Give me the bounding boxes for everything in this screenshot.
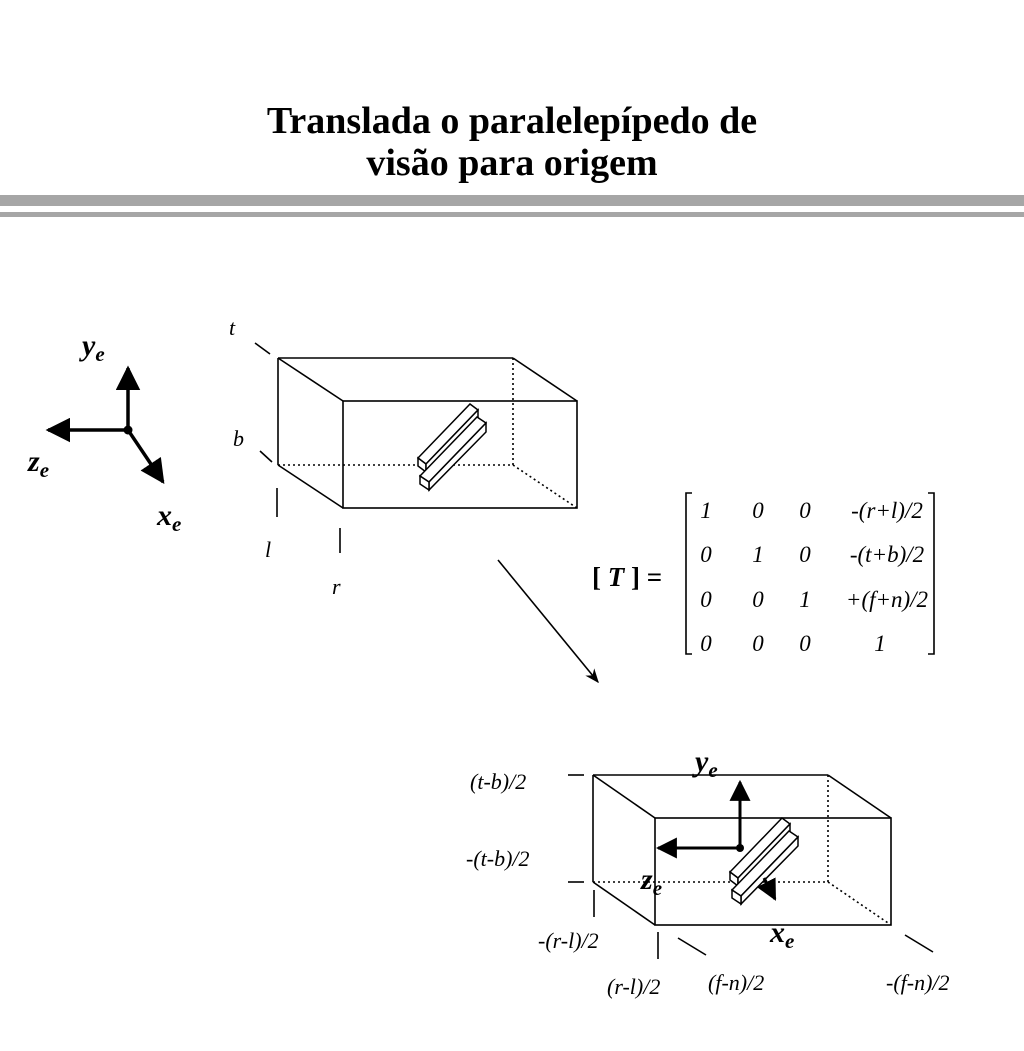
- matrix-cell: 0: [799, 498, 811, 523]
- tick-far: [904, 934, 934, 953]
- origin-dot: [736, 844, 744, 852]
- box-hidden-edge: [512, 464, 578, 509]
- x-axis-label: xe: [769, 916, 794, 953]
- label-near-half-depth: (f-n)/2: [708, 970, 764, 995]
- matrix-cell: +(f+n)/2: [846, 587, 928, 612]
- matrix-name: [ T ] =: [592, 562, 662, 592]
- label-b: b: [233, 426, 244, 451]
- box-edge: [277, 464, 344, 509]
- tick-b: [259, 450, 273, 463]
- title-line-1: Translada o paralelepípedo de: [266, 100, 758, 142]
- box-edge: [592, 881, 656, 926]
- eye-axes-top: ye ze xe: [27, 329, 181, 536]
- matrix-cell: 0: [700, 587, 712, 612]
- y-axis-label: ye: [79, 329, 105, 366]
- x-axis-label: xe: [156, 499, 181, 536]
- matrix-cell: 1: [874, 631, 886, 656]
- label-bottom-half-height: -(t-b)/2: [466, 846, 530, 871]
- box-edge: [827, 774, 892, 819]
- y-axis-label: ye: [692, 745, 718, 782]
- z-axis-label: ze: [640, 863, 662, 900]
- eye-axes-bottom: ye ze xe: [640, 745, 794, 953]
- label-r: r: [332, 574, 341, 599]
- matrix-cell: 0: [752, 587, 764, 612]
- label-l: l: [265, 537, 271, 562]
- view-volume-top: [254, 342, 578, 553]
- label-top-half-height: (t-b)/2: [470, 769, 526, 794]
- view-volume-bottom: [568, 774, 934, 959]
- box-edge: [512, 357, 578, 402]
- box-edge: [277, 357, 344, 402]
- label-t: t: [229, 315, 236, 340]
- matrix-cell: 1: [752, 542, 764, 567]
- object-top: [416, 403, 488, 492]
- box-edge: [592, 774, 656, 819]
- matrix-cell: 1: [700, 498, 712, 523]
- label-far-half-depth: -(f-n)/2: [886, 970, 950, 995]
- z-axis-label: ze: [27, 445, 49, 482]
- matrix-right-bracket: [928, 492, 935, 655]
- matrix-cell: 0: [752, 498, 764, 523]
- origin-dot: [123, 425, 133, 435]
- box-front-face: [654, 817, 892, 926]
- matrix-cell: -(t+b)/2: [850, 542, 924, 567]
- matrix-cell: -(r+l)/2: [851, 498, 923, 523]
- translation-matrix: [ T ] = 1 0 0 -(r+l)/2 0 1 0 -(t+b)/2 0 …: [592, 492, 935, 656]
- box-hidden-edge: [827, 881, 892, 926]
- box-front-face: [342, 400, 578, 509]
- title-rule-thin: [0, 212, 1024, 217]
- matrix-cell: 0: [799, 631, 811, 656]
- x-axis-arrow: [756, 877, 777, 901]
- title-line-2: visão para origem: [366, 142, 658, 184]
- matrix-left-bracket: [685, 492, 692, 655]
- matrix-cell: 0: [700, 631, 712, 656]
- tick-near: [677, 937, 707, 956]
- tick-t: [254, 342, 271, 355]
- title-rule-thick: [0, 195, 1024, 206]
- x-axis-arrow: [126, 429, 165, 485]
- label-right-half-width: (r-l)/2: [607, 974, 660, 999]
- matrix-cell: 0: [752, 631, 764, 656]
- transform-arrow: [497, 559, 599, 684]
- matrix-cell: 1: [799, 587, 811, 612]
- matrix-cell: 0: [799, 542, 811, 567]
- matrix-cell: 0: [700, 542, 712, 567]
- object-bottom: [728, 817, 800, 906]
- slide-title: Translada o paralelepípedo de visão para…: [0, 100, 1024, 184]
- label-left-half-width: -(r-l)/2: [538, 928, 599, 953]
